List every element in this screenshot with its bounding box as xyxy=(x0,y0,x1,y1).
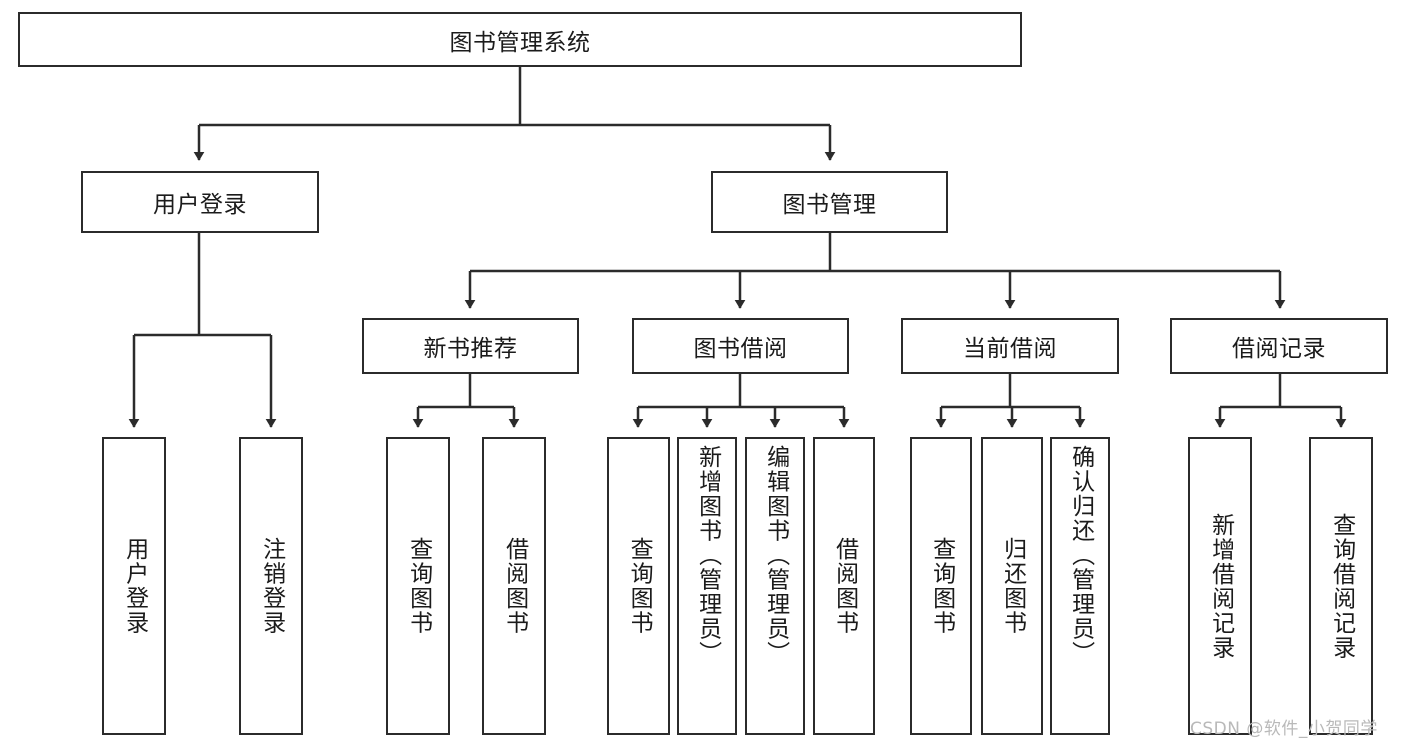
leaf-edit-book-admin[interactable]: 编辑图书（管理员） xyxy=(745,437,805,735)
leaf-query-book-nbr[interactable]: 查询图书 xyxy=(386,437,450,735)
leaf-borrow-book-bb[interactable]: 借阅图书 xyxy=(813,437,875,735)
leaf-logout[interactable]: 注销登录 xyxy=(239,437,303,735)
node-book-management-label: 图书管理 xyxy=(782,192,877,218)
node-current-borrow[interactable]: 当前借阅 xyxy=(901,318,1119,374)
csdn-watermark: CSDN @软件_小贺同学 xyxy=(1190,719,1378,739)
leaf-user-login-label: 用户登录 xyxy=(121,537,148,635)
leaf-edit-book-admin-label: 编辑图书（管理员） xyxy=(762,445,789,666)
node-book-borrow[interactable]: 图书借阅 xyxy=(632,318,849,374)
leaf-confirm-return-admin[interactable]: 确认归还（管理员） xyxy=(1050,437,1110,735)
leaf-add-borrow-record-label: 新增借阅记录 xyxy=(1207,512,1234,660)
leaf-borrow-book-bb-label: 借阅图书 xyxy=(831,537,858,635)
leaf-add-book-admin[interactable]: 新增图书（管理员） xyxy=(677,437,737,735)
leaf-query-book-cb-label: 查询图书 xyxy=(928,537,955,635)
node-book-management[interactable]: 图书管理 xyxy=(711,171,948,233)
node-root-label: 图书管理系统 xyxy=(449,29,591,56)
leaf-query-book-bb[interactable]: 查询图书 xyxy=(607,437,670,735)
node-new-book-recommend-label: 新书推荐 xyxy=(423,336,518,362)
leaf-user-login[interactable]: 用户登录 xyxy=(102,437,166,735)
leaf-query-book-nbr-label: 查询图书 xyxy=(405,537,432,635)
leaf-logout-label: 注销登录 xyxy=(258,537,285,635)
leaf-borrow-book-nbr[interactable]: 借阅图书 xyxy=(482,437,546,735)
node-user-login[interactable]: 用户登录 xyxy=(81,171,319,233)
node-borrow-record-label: 借阅记录 xyxy=(1232,336,1326,362)
node-book-borrow-label: 图书借阅 xyxy=(693,336,788,362)
leaf-query-book-bb-label: 查询图书 xyxy=(626,537,653,635)
node-new-book-recommend[interactable]: 新书推荐 xyxy=(362,318,579,374)
leaf-query-borrow-record[interactable]: 查询借阅记录 xyxy=(1309,437,1373,735)
node-borrow-record[interactable]: 借阅记录 xyxy=(1170,318,1388,374)
leaf-query-borrow-record-label: 查询借阅记录 xyxy=(1328,512,1355,660)
leaf-borrow-book-nbr-label: 借阅图书 xyxy=(501,537,528,635)
leaf-query-book-cb[interactable]: 查询图书 xyxy=(910,437,972,735)
leaf-add-book-admin-label: 新增图书（管理员） xyxy=(694,445,721,666)
leaf-add-borrow-record[interactable]: 新增借阅记录 xyxy=(1188,437,1252,735)
leaf-confirm-return-admin-label: 确认归还（管理员） xyxy=(1067,445,1094,666)
node-current-borrow-label: 当前借阅 xyxy=(963,336,1057,362)
leaf-return-book[interactable]: 归还图书 xyxy=(981,437,1043,735)
node-user-login-label: 用户登录 xyxy=(153,192,247,218)
leaf-return-book-label: 归还图书 xyxy=(999,537,1026,635)
node-root[interactable]: 图书管理系统 xyxy=(18,12,1022,67)
